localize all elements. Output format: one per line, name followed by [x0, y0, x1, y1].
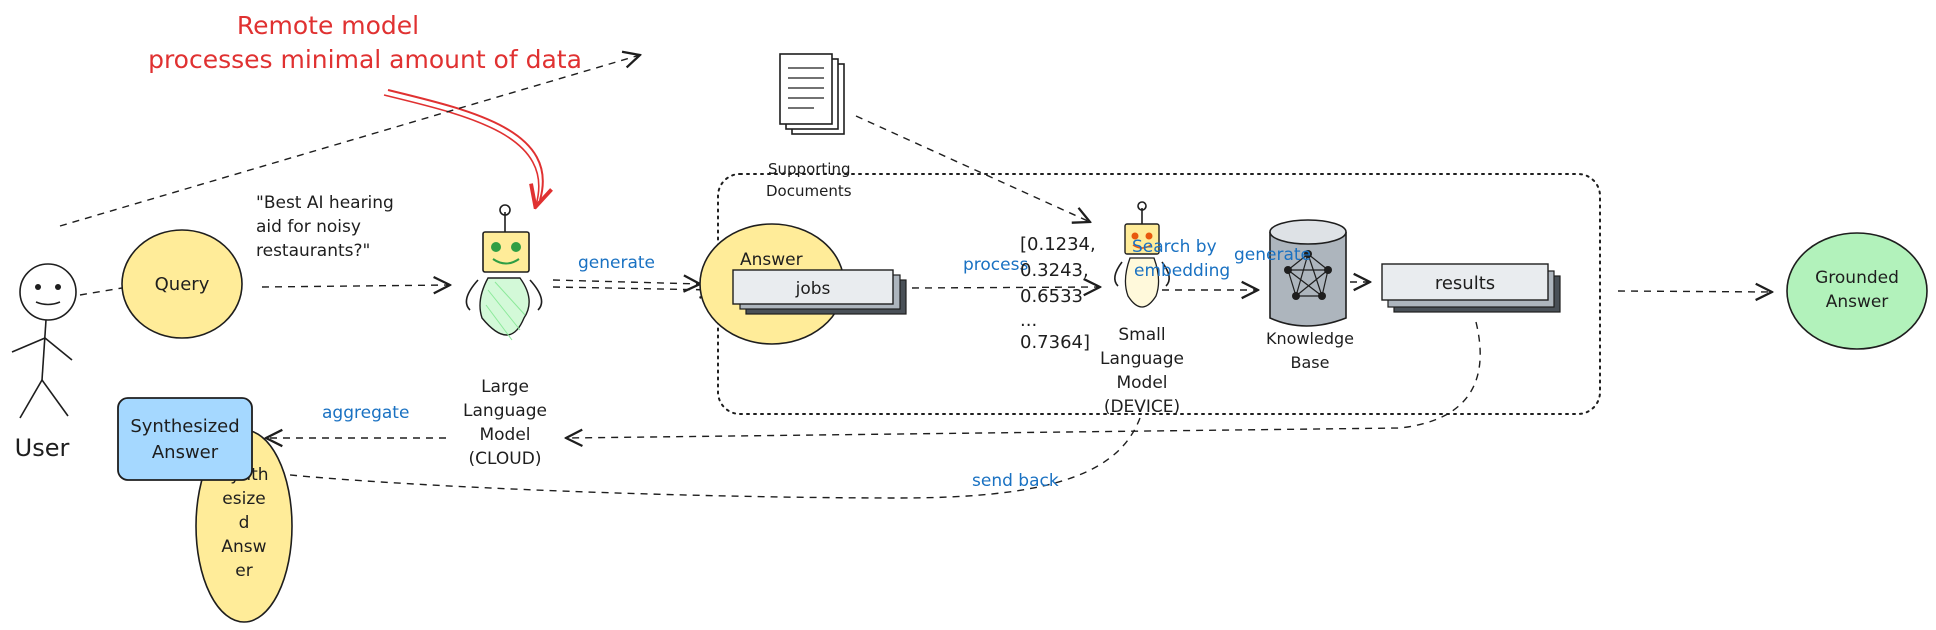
grounded-answer-node: Grounded Answer — [1786, 232, 1928, 350]
query-text-line-3: restaurants?" — [256, 241, 370, 261]
grounded-label-line-2: Answer — [1826, 292, 1889, 312]
slm-label-line-4: (DEVICE) — [1104, 397, 1180, 417]
documents-to-slm-arrow — [855, 115, 1090, 222]
embedding-value-1: [0.1234, — [1020, 234, 1096, 255]
slm-robot-icon — [1114, 201, 1170, 308]
kb-label-line-1: Knowledge — [1266, 329, 1354, 348]
synth-behind-line-4: Answ — [221, 537, 266, 557]
title-line-1: Remote model — [237, 11, 419, 40]
query-to-llm-arrow — [261, 285, 450, 287]
llm-label-line-1: Large — [481, 377, 529, 397]
generate-arrow-1 — [552, 280, 700, 284]
slm-label-line-3: Model — [1116, 373, 1167, 393]
answer-label: Answer — [740, 250, 803, 270]
embedding-value-3: 0.6533 — [1020, 286, 1083, 307]
query-text: "Best AI hearing aid for noisy restauran… — [256, 193, 394, 261]
synth-behind-line-5: er — [235, 561, 252, 581]
embedding-value-2: 0.3243, — [1020, 260, 1089, 281]
synth-label-line-2: Answer — [152, 442, 219, 463]
embedding-value-5: 0.7364] — [1020, 332, 1090, 353]
llm-label-line-4: (CLOUD) — [469, 449, 542, 469]
kb-label-line-2: Base — [1291, 353, 1330, 372]
embedding-value-4: ... — [1020, 310, 1037, 331]
llm-label-line-2: Language — [463, 401, 547, 421]
user-head — [19, 263, 77, 321]
synth-behind-line-2: esize — [222, 489, 265, 509]
results-to-llm-arrow — [566, 321, 1481, 438]
results-to-grounded-arrow — [1617, 291, 1772, 292]
remote-dashed-line — [59, 55, 640, 227]
process-label: process — [963, 255, 1028, 275]
results-card: results — [1381, 263, 1561, 313]
send-back-label: send back — [972, 471, 1059, 491]
documents-label: Supporting Documents — [766, 160, 852, 200]
jobs-label: jobs — [795, 279, 831, 299]
send-back-curve — [279, 417, 1141, 499]
search-label: Search by embedding — [1132, 237, 1230, 281]
aggregate-label: aggregate — [322, 403, 409, 423]
results-label: results — [1435, 273, 1495, 294]
generate-label-2: generate — [1234, 245, 1311, 265]
query-text-line-1: "Best AI hearing — [256, 193, 394, 213]
title-line-2: processes minimal amount of data — [148, 45, 582, 74]
slm-label-line-2: Language — [1100, 349, 1184, 369]
generate-label: generate — [578, 253, 655, 273]
documents-icon — [779, 53, 845, 135]
jobs-card: jobs — [732, 269, 907, 315]
slm-label-line-1: Small — [1118, 325, 1165, 345]
knowledge-base-icon — [1269, 219, 1347, 327]
query-text-line-2: aid for noisy — [256, 217, 361, 237]
documents-label-line-1: Supporting — [768, 160, 851, 178]
jobs-to-slm-arrow — [911, 287, 1100, 288]
user-to-query-line — [79, 287, 123, 296]
query-node: Query — [121, 229, 243, 339]
slm-label: Small Language Model (DEVICE) — [1100, 325, 1184, 417]
synth-label-line-1: Synthesized — [130, 416, 239, 437]
user-figure: User — [11, 263, 77, 462]
red-pointer-arrow — [383, 89, 543, 205]
llm-label-line-3: Model — [479, 425, 530, 445]
knowledge-base-label: Knowledge Base — [1266, 329, 1354, 372]
query-label: Query — [155, 274, 210, 295]
synthesized-answer-box: Synthesized Answer — [117, 397, 253, 481]
embedding-values: [0.1234, 0.3243, 0.6533 ... 0.7364] — [1020, 234, 1096, 353]
title-annotation: Remote model processes minimal amount of… — [148, 11, 582, 74]
generate-arrow-2 — [552, 287, 716, 290]
llm-label: Large Language Model (CLOUD) — [463, 377, 547, 469]
user-label: User — [15, 434, 70, 462]
documents-label-line-2: Documents — [766, 182, 852, 200]
search-label-line-1: Search by — [1132, 237, 1217, 257]
llm-robot-icon — [465, 204, 543, 341]
grounded-label-line-1: Grounded — [1815, 268, 1899, 288]
synth-behind-line-3: d — [239, 513, 250, 533]
search-label-line-2: embedding — [1134, 261, 1230, 281]
